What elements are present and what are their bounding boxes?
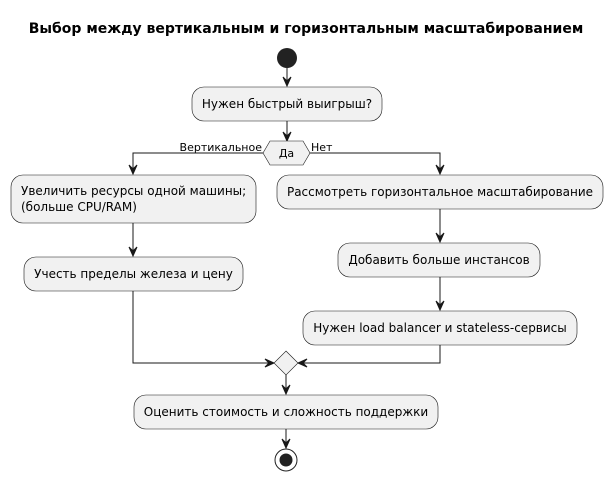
activity-label: Нужен load balancer и stateless-сервисы (313, 321, 567, 335)
activity-scale-up: Увеличить ресурсы одной машины; (больше … (10, 174, 257, 224)
activity-load-balancer: Нужен load balancer и stateless-сервисы (302, 310, 578, 346)
activity-question: Нужен быстрый выигрыш? (191, 86, 383, 122)
guard-left-label: Вертикальное (180, 141, 263, 154)
arrowhead (282, 76, 292, 88)
start-node (277, 48, 297, 68)
arrowhead (435, 300, 445, 312)
decision-label: Да (279, 147, 294, 160)
activity-label: Рассмотреть горизонтальное масштабирован… (287, 185, 593, 199)
arrowhead (296, 358, 308, 368)
arrowhead (281, 438, 291, 450)
activity-box (10, 174, 257, 224)
decision-node: Да (262, 140, 311, 166)
arrowhead (128, 246, 138, 258)
arrowhead (435, 164, 445, 176)
activity-label: Добавить больше инстансов (348, 253, 529, 267)
merge-node (273, 350, 299, 376)
activity-label: Нужен быстрый выигрыш? (202, 97, 372, 111)
activity-label: Увеличить ресурсы одной машины; (21, 184, 246, 198)
arrowhead (282, 131, 292, 143)
arrowhead (264, 358, 276, 368)
arrowhead (281, 384, 291, 396)
diagram-title: Выбор между вертикальным и горизонтальны… (29, 21, 584, 37)
end-node-dot (279, 453, 293, 467)
edge-left-merge (132, 291, 274, 364)
arrowhead (435, 232, 445, 244)
edge-decision-left (132, 152, 263, 174)
end-node (274, 448, 298, 472)
activity-evaluate-cost: Оценить стоимость и сложность поддержки (133, 394, 439, 430)
activity-consider-horizontal: Рассмотреть горизонтальное масштабирован… (276, 174, 604, 210)
activity-box (337, 242, 541, 278)
activity-hardware-limits: Учесть пределы железа и цену (23, 256, 244, 292)
arrowhead (128, 164, 138, 176)
activity-add-instances: Добавить больше инстансов (337, 242, 541, 278)
guard-right-label: Нет (311, 141, 333, 154)
edge-decision-right (310, 152, 441, 174)
activity-label: (больше CPU/RAM) (21, 200, 137, 214)
activity-label: Оценить стоимость и сложность поддержки (144, 405, 428, 419)
edge-right-merge (298, 345, 441, 364)
activity-label: Учесть пределы железа и цену (34, 267, 233, 281)
